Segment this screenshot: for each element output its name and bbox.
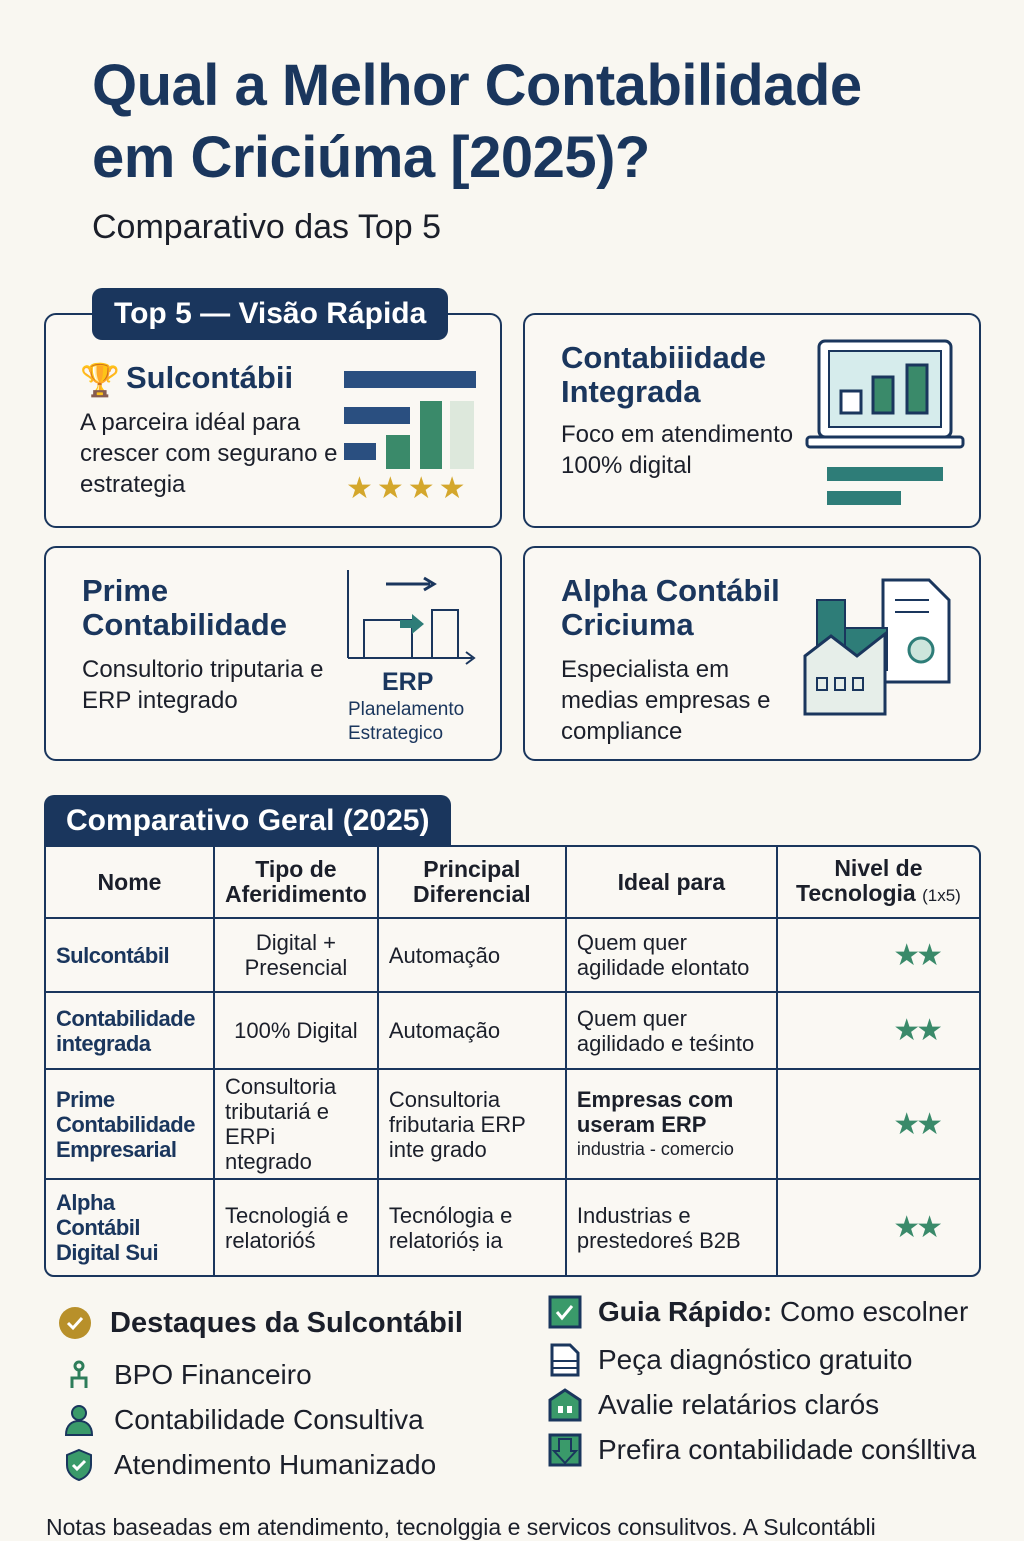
person-icon xyxy=(64,1405,94,1436)
card-desc: Especialista em medias empresas e compli… xyxy=(561,656,771,745)
guide-item: Avalie relatários clarós xyxy=(548,1388,879,1422)
guide-item: Prefira contabilidade conślltiva xyxy=(548,1433,976,1467)
tech-rating-stars: ★★ xyxy=(893,1211,943,1244)
highlights-title: Destaques da Sulcontábil xyxy=(58,1306,463,1340)
erp-sublabel: Planelamento Estrategico xyxy=(348,699,465,744)
cell-nome: Contabilidade integrada xyxy=(46,993,215,1070)
table-row: Sulcontábil Digital + Presencial Automaç… xyxy=(46,919,979,993)
ideal-sub: industria - comercio xyxy=(576,1138,734,1159)
checkbox-icon xyxy=(548,1295,582,1329)
card-desc: A parceira idéal para crescer com segura… xyxy=(80,409,338,498)
factory-document-icon xyxy=(803,578,951,716)
card-alpha-contabil: Alpha Contábil Criciuma Especialista em … xyxy=(523,546,981,761)
page-subtitle: Comparativo das Top 5 xyxy=(92,208,442,246)
card-title: Alpha Contábil Criciuma xyxy=(561,573,780,642)
cell-nome: Sulcontábil xyxy=(46,919,215,993)
cell-tipo: Consultoria tributariá e ERPi ntegrado xyxy=(215,1070,379,1180)
header-tipo: Tipo de Aferidimento xyxy=(215,847,379,919)
header-ideal: Ideal para xyxy=(566,847,778,919)
table-header-row: Nome Tipo de Aferidimento Principal Dife… xyxy=(46,847,979,919)
badge-check-icon xyxy=(59,1307,91,1339)
trophy-icon: 🏆 xyxy=(80,362,120,398)
cell-diferencial: Tecnólogia e relatorióṣ ia xyxy=(379,1180,567,1275)
laptop-chart-icon xyxy=(805,339,965,505)
guide-title: Guia Rápido: Como escolner xyxy=(548,1295,968,1329)
tech-rating-stars: ★★ xyxy=(777,1070,979,1180)
tech-rating-stars: ★★ xyxy=(777,919,979,993)
top5-tab: Top 5 — Visão Rápida xyxy=(92,288,449,340)
erp-label: ERP xyxy=(382,668,434,696)
comparison-table: Nome Tipo de Aferidimento Principal Dife… xyxy=(44,845,981,1277)
cell-ideal: Quem quer agilidade elontato xyxy=(566,919,778,993)
cell-diferencial: Consultoria fributaria ERP inte grado xyxy=(378,1070,567,1180)
card-desc: Foco em atendimento 100% digital xyxy=(561,421,794,479)
header-diferencial: Principal Diferencial xyxy=(378,847,567,919)
rating-stars: ★★★★ xyxy=(346,472,470,505)
ideal-main: Empresas com useram ERP xyxy=(576,1086,734,1137)
cell-diferencial: Automação xyxy=(378,993,567,1070)
cell-nome: Alpha Contábil Digital Sui xyxy=(46,1180,215,1275)
cell-ideal: Industrias e prestedoreś B2B xyxy=(567,1180,778,1275)
card-title: Prime Contabilidade xyxy=(82,573,287,642)
header-tecnologia: Nivel de Tecnologia (1x5) xyxy=(777,847,979,919)
shield-check-icon xyxy=(66,1448,92,1482)
comparison-tab: Comparativo Geral (2025) xyxy=(44,795,452,847)
bar-chart-icon xyxy=(344,371,476,469)
highlight-item: Atendimento Humanizado xyxy=(62,1448,436,1482)
highlight-item: BPO Financeiro xyxy=(62,1358,312,1392)
cell-tipo: Digital + Presencial xyxy=(215,919,379,993)
header-nome: Nome xyxy=(46,847,215,919)
tech-rating-stars: ★★ xyxy=(777,993,979,1070)
card-title: Sulcontábii xyxy=(126,360,294,395)
bpo-icon xyxy=(70,1360,88,1388)
cell-nome: Prime Contabilidade Empresarial xyxy=(46,1070,215,1180)
table-row: Contabilidade integrada 100% Digital Aut… xyxy=(46,993,979,1070)
highlight-item: Contabilidade Consultiva xyxy=(62,1403,424,1437)
footer-note: Notas baseadas em atendimento, tecnolggi… xyxy=(46,1514,876,1540)
cell-ideal: Quem quer agilidado e teśinto xyxy=(566,993,778,1070)
erp-flow-icon xyxy=(347,570,476,665)
document-icon xyxy=(550,1343,580,1377)
cell-tipo: 100% Digital xyxy=(215,993,379,1070)
table-row: Prime Contabilidade Empresarial Consulto… xyxy=(46,1070,979,1180)
table-row: Alpha Contábil Digital Sui Tecnologiá e … xyxy=(46,1180,979,1275)
card-title: Contabiiidade Integrada xyxy=(561,340,766,409)
guide-item: Peça diagnóstico gratuito xyxy=(548,1343,912,1377)
card-contabilidade-integrada: Contabiiidade Integrada Foco em atendime… xyxy=(523,313,981,528)
card-desc: Consultorio triputaria e ERP integrado xyxy=(82,656,324,714)
cell-tipo: Tecnologiá e relatorióś xyxy=(215,1180,379,1275)
cell-diferencial: Automação xyxy=(378,919,567,993)
download-box-icon xyxy=(548,1433,582,1467)
report-icon xyxy=(548,1388,582,1422)
card-prime-contabilidade: Prime Contabilidade Consultorio triputar… xyxy=(44,546,502,761)
card-sulcontabil: 🏆 Sulcontábii A parceira idéal para cres… xyxy=(44,313,502,528)
